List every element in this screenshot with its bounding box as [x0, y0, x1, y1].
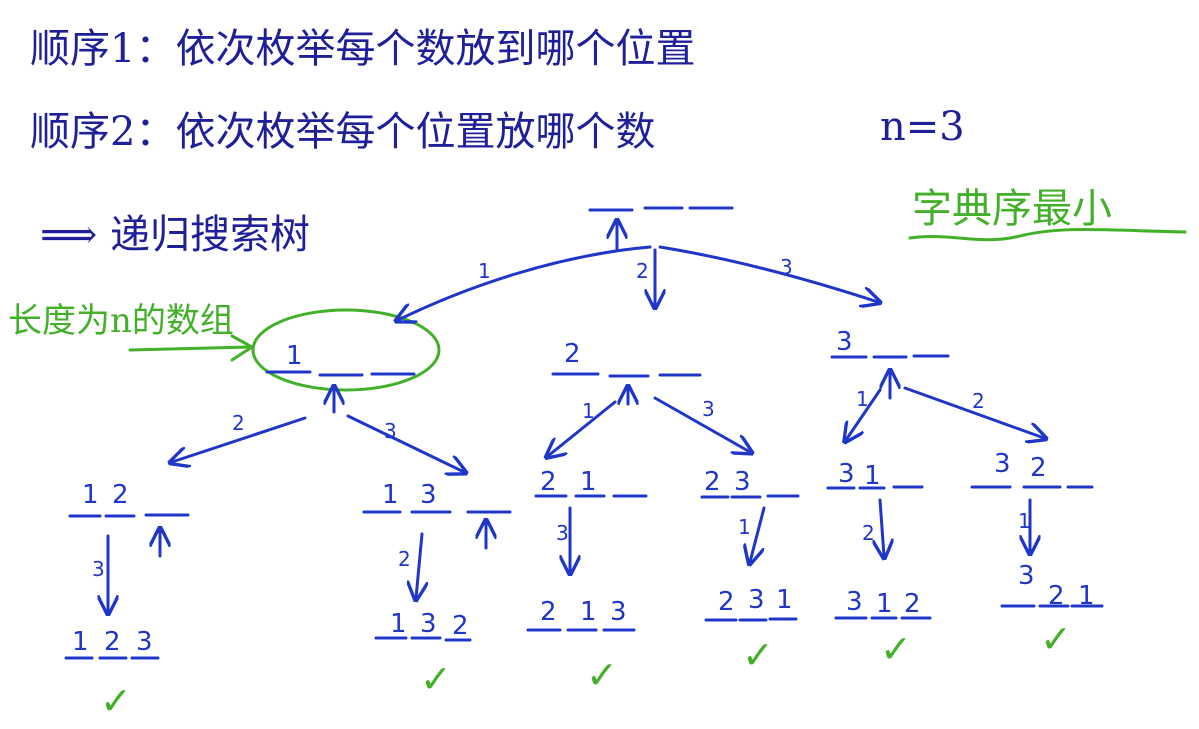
slot-digit: 3	[610, 597, 627, 627]
check-icon: ✓	[880, 627, 912, 671]
edge-label-3-2: 2	[972, 389, 985, 413]
leaf-213: 2 1 3 ✓	[526, 597, 636, 697]
slot-digit: 1	[72, 627, 89, 657]
leaf-321: 3 2 1 ✓	[1000, 561, 1104, 661]
leaf-231: 2 3 1 ✓	[704, 585, 798, 677]
level2-node-31: 3 1	[826, 459, 924, 491]
leaf-123: 1 2 3 ✓	[64, 627, 160, 723]
slot-digit: 1	[580, 597, 597, 627]
lexi-order-note: 字典序最小	[912, 186, 1112, 232]
slot-digit: 1	[82, 480, 99, 510]
slot-digit: 1	[390, 609, 407, 639]
check-icon: ✓	[586, 653, 618, 697]
root-node	[588, 206, 734, 252]
edge-label-12-3: 3	[92, 557, 105, 581]
array-note-arrow-line	[128, 345, 252, 352]
edge-label-3-1: 1	[856, 387, 869, 411]
edge-label-32-1: 1	[1018, 509, 1031, 533]
edge-label-21-3: 3	[556, 521, 569, 545]
check-icon: ✓	[1040, 617, 1072, 661]
slot-digit: 2	[112, 480, 129, 510]
level1-node-3: 3	[830, 327, 950, 400]
slot-digit: 3	[748, 585, 765, 615]
slot-digit: 1	[776, 585, 793, 615]
slot-digit: 2	[452, 611, 469, 641]
leaf-312: 3 1 2 ✓	[834, 587, 932, 671]
edge-label-13-2: 2	[398, 547, 411, 571]
slot-digit: 3	[420, 480, 437, 510]
edge-label-root-2: 2	[636, 259, 649, 283]
level2-node-21: 2 1	[534, 467, 648, 498]
level1-node-2: 2	[551, 339, 702, 406]
array-length-note: 长度为n的数组	[8, 301, 234, 341]
recursion-tree-caption: ⟹ 递归搜索树	[40, 212, 310, 258]
slot-digit: 2	[704, 467, 721, 497]
slot-digit: 3	[836, 327, 853, 357]
slot-digit: 3	[1018, 561, 1035, 591]
slot-digit: 2	[540, 597, 557, 627]
edge-label-1-2: 2	[232, 411, 245, 435]
edge-label-2-1: 1	[582, 399, 595, 423]
check-icon: ✓	[742, 633, 774, 677]
slot-digit: 2	[1048, 581, 1065, 611]
leaf-132: 1 3 2 ✓	[374, 609, 472, 701]
lexi-underline	[908, 228, 1187, 242]
note-order-1: 顺序1：依次枚举每个数放到哪个位置	[30, 26, 695, 72]
edge-label-2-3: 3	[702, 397, 715, 421]
level2-node-12: 1 2	[68, 480, 190, 558]
note-order-2: 顺序2：依次枚举每个位置放哪个数	[30, 109, 655, 155]
level2-node-32: 3 2	[970, 449, 1094, 489]
slot-digit: 3	[136, 627, 153, 657]
slot-digit: 1	[580, 467, 597, 497]
edge-label-root-1: 1	[478, 259, 491, 283]
edge-label-23-1: 1	[738, 515, 751, 539]
level2-edges: 3 2 3 1 2 1	[92, 498, 1031, 612]
slot-digit: 1	[864, 461, 881, 491]
slot-digit: 3	[994, 449, 1011, 479]
root-edges: 1 2 3	[398, 245, 878, 320]
level1-node-1: 1	[265, 341, 416, 414]
slot-digit: 1	[876, 589, 893, 619]
level2-node-13: 1 3	[362, 480, 512, 550]
check-icon: ✓	[100, 679, 132, 723]
slot-digit: 3	[734, 467, 751, 497]
edge-label-root-3: 3	[780, 255, 793, 279]
highlight-circle	[251, 308, 441, 392]
slot-digit: 3	[420, 609, 437, 639]
slot-digit: 3	[846, 587, 863, 617]
slot-digit: 2	[904, 589, 921, 619]
slot-digit: 2	[1030, 453, 1047, 483]
slot-digit: 1	[1078, 581, 1095, 611]
slot-digit: 2	[540, 467, 557, 497]
edge-label-1-3: 3	[384, 419, 397, 443]
slot-digit: 2	[718, 587, 735, 617]
check-icon: ✓	[420, 657, 452, 701]
n-equals-label: n=3	[880, 104, 965, 150]
slot-digit: 2	[104, 627, 121, 657]
slot-digit: 2	[564, 339, 581, 369]
slot-digit: 3	[838, 459, 855, 489]
level2-node-23: 2 3	[700, 467, 800, 499]
slot-digit: 1	[382, 480, 399, 510]
level1-edges: 2 3 1 3 1 2	[172, 386, 1044, 472]
edge-label-31-2: 2	[862, 521, 875, 545]
slot-digit: 1	[286, 341, 303, 371]
